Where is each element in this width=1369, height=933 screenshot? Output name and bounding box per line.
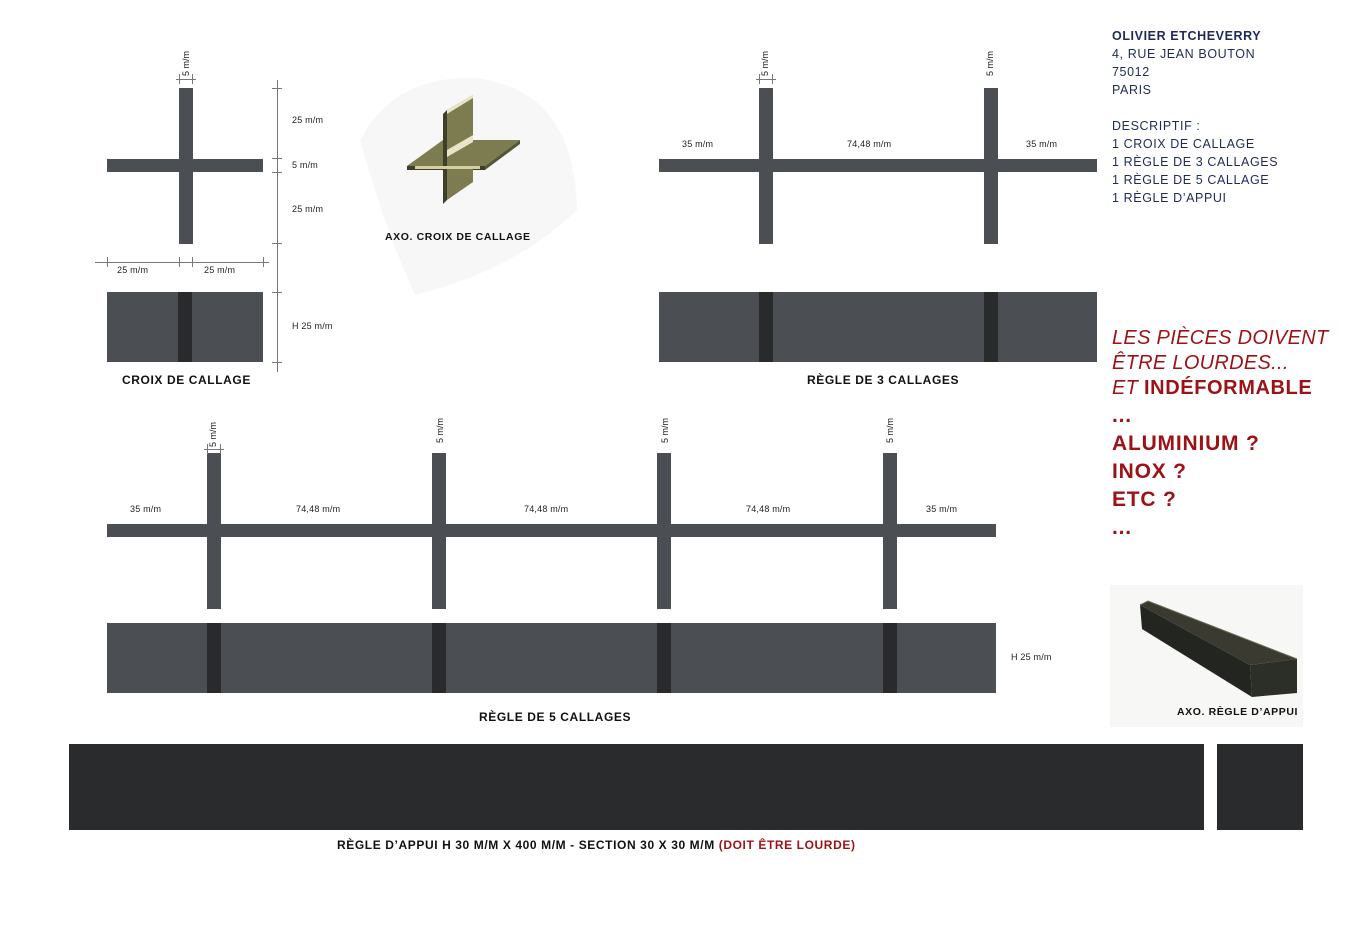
axo-croix-illustration [360, 77, 577, 295]
croix-dim-mid: 5 m/m [292, 160, 319, 170]
note-line-2: ÊTRE LOURDES... [1112, 352, 1289, 374]
author-name: OLIVIER ETCHEVERRY [1112, 29, 1262, 43]
dim-tick [772, 74, 773, 84]
regle3-dim-middle: 74,48 m/m [847, 139, 892, 149]
regle3-elevation [659, 292, 1097, 362]
regle5-dim-thickness-4: 5 m/m [885, 417, 895, 443]
regle5-elevation-slot [207, 623, 221, 693]
regle5-horizontal-bar [107, 524, 996, 537]
regle-appui-caption: RÈGLE D’APPUI H 30 M/M X 400 M/M - SECTI… [337, 838, 856, 852]
descriptif-title: DESCRIPTIF : [1112, 119, 1201, 133]
croix-dim-thickness: 5 m/m [181, 50, 191, 76]
regle3-dim-left: 35 m/m [682, 139, 714, 149]
dim-tick [107, 257, 108, 267]
descriptif-item: 1 RÈGLE DE 3 CALLAGES [1112, 155, 1279, 169]
axo-regle-appui-panel [1110, 585, 1303, 727]
regle5-caption: RÈGLE DE 5 CALLAGES [479, 710, 632, 724]
regle5-elevation-slot [883, 623, 897, 693]
croix-dim-top: 25 m/m [292, 115, 324, 125]
dim-line [95, 262, 269, 263]
dim-line [176, 79, 196, 80]
note-line-1: LES PIÈCES DOIVENT [1112, 327, 1329, 349]
dim-tick [192, 74, 193, 84]
regle5-elevation [107, 623, 996, 693]
descriptif-item: 1 CROIX DE CALLAGE [1112, 137, 1255, 151]
dim-tick [759, 74, 760, 84]
note-line-3: ET INDÉFORMABLE [1112, 377, 1312, 400]
note-dots-1: ... [1112, 404, 1132, 427]
croix-caption: CROIX DE CALLAGE [122, 373, 251, 387]
dim-tick [272, 172, 282, 173]
axo-regle-appui-illustration [1139, 600, 1298, 697]
croix-dim-height: H 25 m/m [292, 321, 333, 331]
croix-elevation-slot [178, 292, 192, 362]
regle3-elevation-slot [759, 292, 773, 362]
regle5-dim-height: H 25 m/m [1011, 652, 1052, 662]
descriptif-item: 1 RÈGLE D’APPUI [1112, 191, 1227, 205]
dim-line [756, 79, 776, 80]
note-material: INOX ? [1112, 460, 1187, 483]
note-line-3-bold: INDÉFORMABLE [1144, 377, 1313, 399]
note-material: ETC ? [1112, 488, 1177, 511]
address-line-3: PARIS [1112, 83, 1152, 97]
dim-tick [272, 88, 282, 89]
regle5-dim-middle-2: 74,48 m/m [524, 504, 569, 514]
regle3-vertical-bar [984, 88, 998, 244]
address-line-2: 75012 [1112, 65, 1150, 79]
dim-tick [220, 444, 221, 454]
regle5-vertical-bar [432, 453, 446, 609]
regle-appui-section [1217, 744, 1303, 830]
regle5-dim-middle-3: 74,48 m/m [746, 504, 791, 514]
regle3-elevation-slot [984, 292, 998, 362]
note-material: ALUMINIUM ? [1112, 432, 1260, 455]
regle3-dim-thickness-2: 5 m/m [985, 50, 995, 76]
dim-tick [192, 257, 193, 267]
note-line-3-prefix: ET [1112, 377, 1145, 399]
regle3-horizontal-bar [659, 159, 1097, 172]
regle-appui-caption-red: (DOIT ÊTRE LOURDE) [718, 838, 856, 852]
axo-croix-background [360, 77, 577, 295]
dim-tick [179, 257, 180, 267]
regle3-vertical-bar [759, 88, 773, 244]
regle5-dim-middle-1: 74,48 m/m [296, 504, 341, 514]
descriptif-item: 1 RÈGLE DE 5 CALLAGE [1112, 173, 1270, 187]
croix-dim-left: 25 m/m [117, 265, 149, 275]
regle-appui-elevation [69, 744, 1204, 830]
axo-croix-caption: AXO. CROIX DE CALLAGE [385, 231, 531, 243]
dim-tick [263, 257, 264, 267]
regle3-caption: RÈGLE DE 3 CALLAGES [807, 373, 960, 387]
regle5-dim-thickness-2: 5 m/m [435, 417, 445, 443]
regle5-dim-thickness: 5 m/m [208, 421, 218, 447]
croix-dim-right: 25 m/m [204, 265, 236, 275]
croix-vertical-bar [179, 88, 193, 244]
dim-tick [179, 74, 180, 84]
regle5-elevation-slot [432, 623, 446, 693]
dim-line [277, 80, 278, 372]
dim-tick [272, 243, 282, 244]
regle5-dim-thickness-3: 5 m/m [660, 417, 670, 443]
dim-tick [272, 362, 282, 363]
dim-tick [272, 158, 282, 159]
regle-appui-caption-main: RÈGLE D’APPUI H 30 M/M X 400 M/M - SECTI… [337, 838, 719, 852]
regle5-vertical-bar [207, 453, 221, 609]
regle5-dim-left: 35 m/m [130, 504, 162, 514]
croix-elevation [107, 292, 263, 362]
croix-dim-bottom: 25 m/m [292, 204, 324, 214]
regle3-dim-thickness: 5 m/m [760, 50, 770, 76]
regle5-dim-right: 35 m/m [926, 504, 958, 514]
regle5-elevation-slot [657, 623, 671, 693]
note-dots-2: ... [1112, 516, 1132, 539]
dim-line [204, 449, 224, 450]
dim-tick [272, 292, 282, 293]
regle5-vertical-bar [657, 453, 671, 609]
regle5-vertical-bar [883, 453, 897, 609]
address-line-1: 4, RUE JEAN BOUTON [1112, 47, 1256, 61]
axo-regle-appui-caption: AXO. RÈGLE D’APPUI [1177, 706, 1299, 718]
dim-tick [207, 444, 208, 454]
regle3-dim-right: 35 m/m [1026, 139, 1058, 149]
axo-croix-shape [407, 95, 520, 204]
